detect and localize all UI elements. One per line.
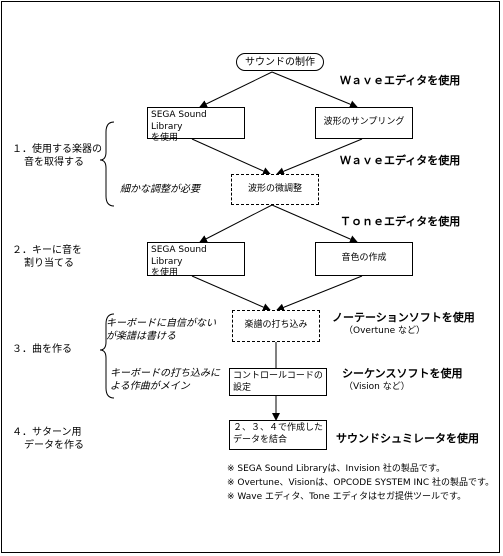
box-tone-creation: 音色の作成: [315, 242, 413, 276]
box-sega-sound-library-1: SEGA Sound Library を使用: [147, 107, 245, 143]
footnote-1: ※ SEGA Sound Libraryは、Invision 社の製品です。: [227, 464, 446, 474]
remark-keyboard-unsure-2: が楽譜は書ける: [106, 331, 176, 342]
arrow-sega1-to-fine: [191, 138, 271, 175]
step-1-line-2: 音を取得する: [24, 157, 84, 168]
box-label: を使用: [151, 133, 179, 144]
remark-keyboard-main-1: キーボードの打ち込みに: [110, 368, 220, 379]
step-3: ３．曲を作る: [12, 344, 72, 355]
box-label: SEGA Sound Library: [151, 245, 207, 267]
brace-step1: [99, 121, 115, 207]
start-node: サウンドの制作: [236, 53, 324, 71]
arrow-tone-to-score: [276, 275, 363, 312]
remark-keyboard-unsure-1: キーボードに自信がない: [106, 318, 216, 329]
step-4-line-2: データを作る: [24, 440, 84, 451]
step-1-line-1: １．使用する楽器の: [12, 144, 102, 155]
note-sequence-example: （Vision など）: [344, 382, 410, 392]
box-control-code: コントロールコードの 設定: [229, 368, 327, 396]
step-4-line-1: ４．サターン用: [12, 427, 82, 438]
arrow-start-to-sampling: [271, 71, 358, 109]
box-combine-data: ２、３、４で作成した データを結合: [229, 420, 327, 450]
box-label: 設定: [233, 382, 252, 393]
box-sega-sound-library-2: SEGA Sound Library を使用: [147, 242, 245, 278]
footnote-2: ※ Overtune、Visionは、OPCODE SYSTEM INC 社の製…: [227, 478, 495, 488]
footnote-3: ※ Wave エディタ、Tone エディタはセガ提供ツールです。: [227, 492, 467, 502]
arrow-start-to-sega1: [199, 71, 273, 108]
remark-fine-adjust-needed: 細かな調整が必要: [120, 184, 200, 195]
arrow-sampling-to-fine: [276, 138, 363, 176]
box-label: を使用: [151, 268, 179, 279]
box-label: コントロールコードの: [233, 371, 323, 381]
box-score-input: 楽譜の打ち込み: [232, 310, 320, 342]
note-sound-emulator: サウンドシュミレータを使用: [336, 432, 479, 445]
arrow-sega2-to-score: [191, 275, 271, 311]
arrow-fine-to-sega2: [199, 204, 273, 243]
step-2-line-1: ２．キーに音を: [12, 245, 82, 256]
note-notation-soft: ノーテーションソフトを使用: [332, 311, 475, 324]
note-notation-example: （Overtune など）: [344, 326, 425, 336]
note-tone-editor: Ｔｏｎｅエディタを使用: [340, 215, 461, 228]
box-waveform-sampling: 波形のサンプリング: [315, 107, 413, 139]
remark-keyboard-main-2: よる作曲がメイン: [110, 381, 190, 392]
box-waveform-fine-adjust: 波形の微調整: [231, 174, 319, 205]
box-label: ２、３、４で作成した: [233, 423, 324, 433]
arrow-fine-to-tone: [271, 204, 358, 243]
box-label: SEGA Sound Library: [151, 110, 207, 132]
note-sequence-soft: シーケンスソフトを使用: [342, 367, 463, 380]
brace-step3: [99, 313, 115, 399]
box-label: データを結合: [233, 434, 288, 445]
note-wave-editor-2: Ｗａｖｅエディタを使用: [340, 154, 461, 167]
step-2-line-2: 割り当てる: [24, 258, 74, 269]
note-wave-editor-1: Ｗａｖｅエディタを使用: [340, 74, 461, 87]
